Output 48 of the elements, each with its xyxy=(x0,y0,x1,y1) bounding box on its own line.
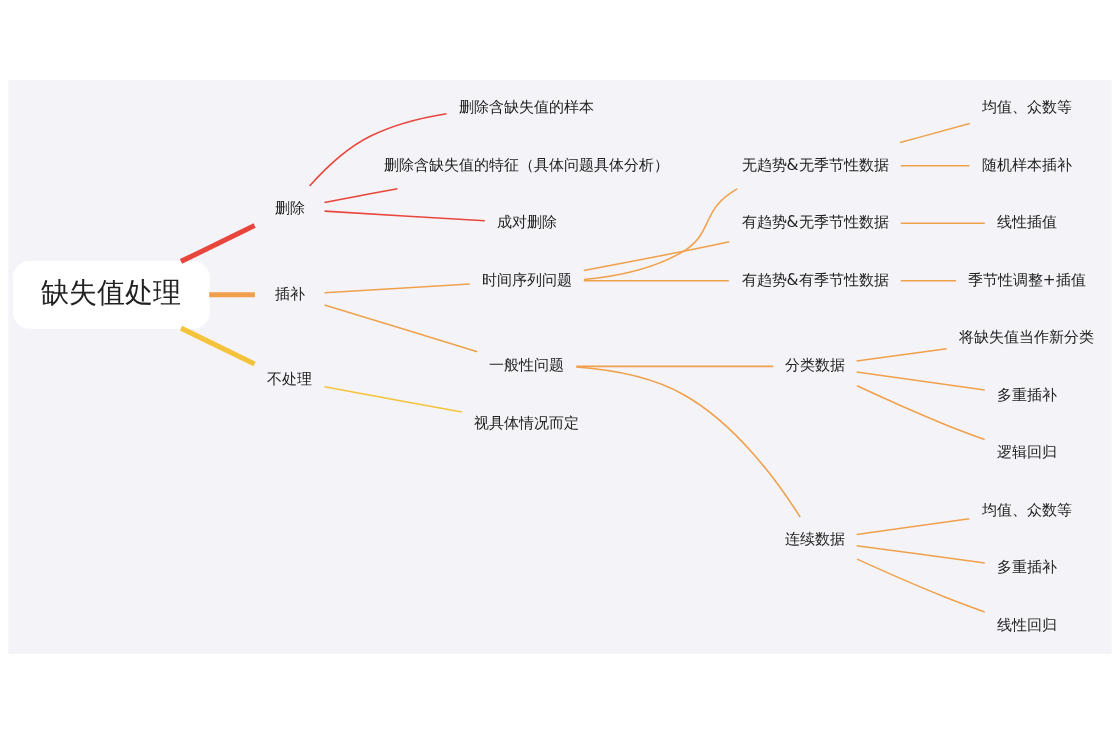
connector xyxy=(308,112,448,187)
connector xyxy=(899,222,986,224)
connector xyxy=(575,366,801,518)
node-box: 缺失值处理 xyxy=(12,260,210,329)
node-text: 删除含缺失值的样本 xyxy=(459,98,595,117)
connector xyxy=(583,279,730,282)
connector xyxy=(583,188,739,281)
connector xyxy=(855,348,948,362)
connector xyxy=(856,558,986,613)
connector xyxy=(899,122,971,144)
node-text: 不处理 xyxy=(267,370,313,389)
node-text: 随机样本插补 xyxy=(981,155,1072,174)
node-text: 插补 xyxy=(274,284,305,303)
node-text: 成对删除 xyxy=(496,213,557,232)
connector xyxy=(323,210,486,222)
connector xyxy=(899,279,957,282)
node-text: 均值、众数等 xyxy=(981,98,1072,117)
node-text: 将缺失值当作新分类 xyxy=(959,328,1095,347)
node-text: 线性插值 xyxy=(996,213,1057,232)
connector xyxy=(856,385,986,441)
node-text: 连续数据 xyxy=(785,530,846,549)
connector xyxy=(179,223,256,264)
connector xyxy=(179,325,256,367)
connector xyxy=(855,517,971,536)
node-text: 均值、众数等 xyxy=(981,500,1072,519)
node-text: 线性回归 xyxy=(996,615,1057,634)
node-text: 删除 xyxy=(274,199,305,218)
node-text: 一般性问题 xyxy=(489,356,565,375)
node-text: 时间序列问题 xyxy=(481,270,572,289)
node-text: 逻辑回归 xyxy=(996,443,1057,462)
node-text: 分类数据 xyxy=(785,356,846,375)
connector xyxy=(209,292,255,298)
node-text: 删除含缺失值的特征（具体问题具体分析） xyxy=(384,155,670,174)
connector xyxy=(583,240,731,272)
node-text: 有趋势&无季节性数据 xyxy=(741,213,889,232)
connector xyxy=(323,283,471,294)
connector xyxy=(855,371,986,391)
connector xyxy=(855,544,986,564)
connector xyxy=(323,304,479,353)
node-text: 视具体情况而定 xyxy=(474,413,580,432)
node-text: 多重插补 xyxy=(996,385,1057,404)
node-text: 有趋势&有季节性数据 xyxy=(741,270,889,289)
connector xyxy=(323,187,399,204)
node-text: 无趋势&无季节性数据 xyxy=(741,155,889,174)
node-text: 多重插补 xyxy=(996,558,1057,577)
connector xyxy=(323,385,463,413)
node-text: 季节性调整+插值 xyxy=(967,270,1086,289)
connector xyxy=(899,164,971,167)
